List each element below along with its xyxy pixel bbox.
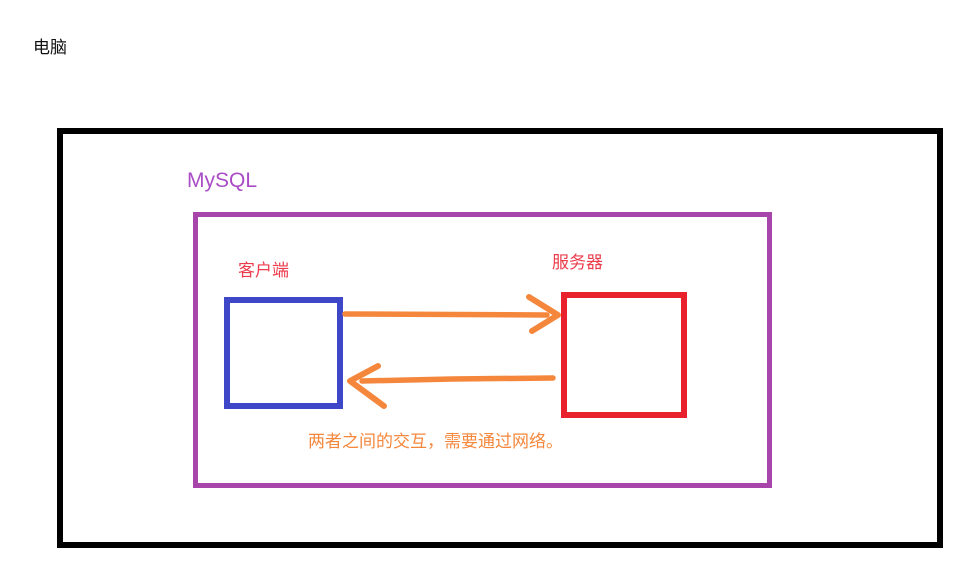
computer-label: 电脑 bbox=[33, 38, 67, 57]
mysql-box bbox=[193, 212, 772, 488]
computer-box bbox=[57, 128, 943, 548]
mysql-label: MySQL bbox=[187, 169, 258, 192]
server-box bbox=[561, 292, 687, 418]
client-box bbox=[224, 297, 343, 409]
server-label: 服务器 bbox=[552, 253, 603, 272]
network-note: 两者之间的交互，需要通过网络。 bbox=[308, 432, 563, 451]
client-label: 客户端 bbox=[238, 261, 289, 280]
